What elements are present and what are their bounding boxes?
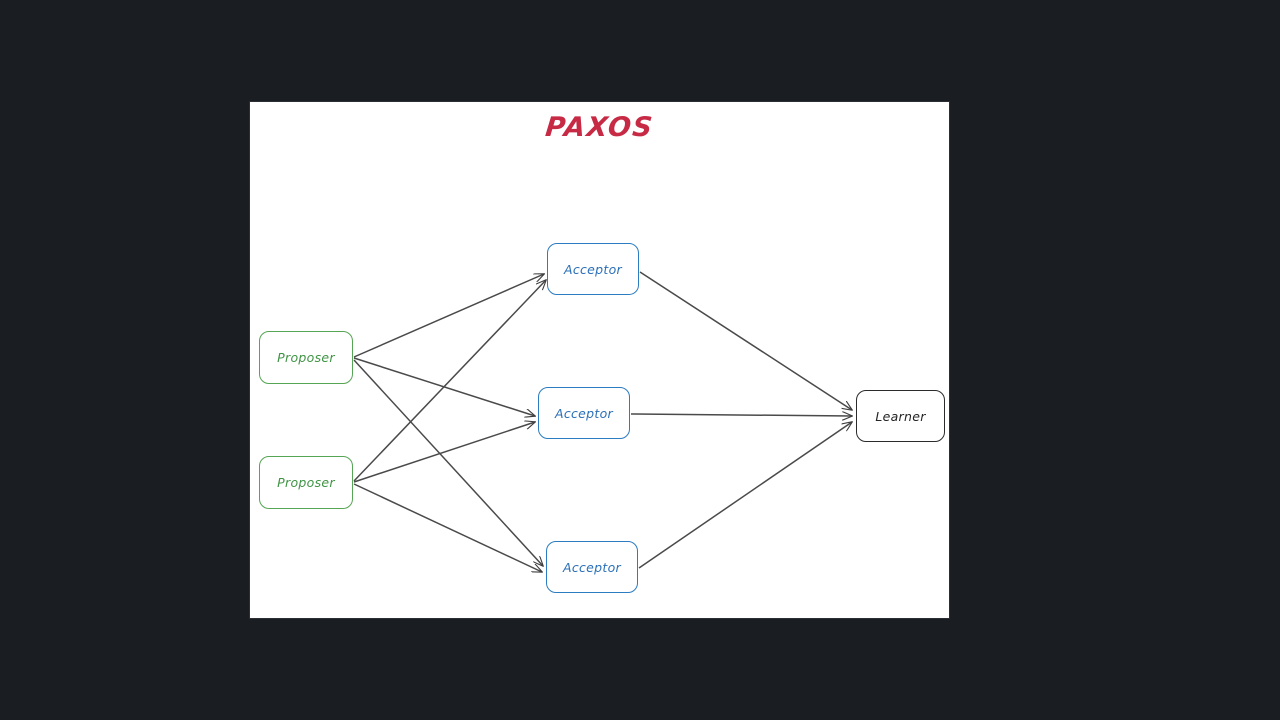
node-label: Proposer [277,350,335,365]
node-label: Acceptor [563,261,622,277]
node-label: Acceptor [554,405,613,421]
node-acceptor-2[interactable]: Acceptor [538,387,630,439]
whiteboard-canvas[interactable]: PAXOS Pro [250,102,949,618]
edge-proposer2-acceptor3 [353,483,542,572]
edge-acceptor2-learner [630,414,852,416]
node-learner-1[interactable]: Learner [856,390,945,442]
node-label: Learner [875,408,926,424]
node-proposer-1[interactable]: Proposer [259,331,353,384]
edge-acceptor1-learner [639,271,852,410]
node-label: Proposer [277,475,335,490]
node-acceptor-1[interactable]: Acceptor [547,243,639,295]
edge-proposer2-acceptor2 [353,422,535,483]
node-proposer-2[interactable]: Proposer [259,456,353,509]
node-acceptor-3[interactable]: Acceptor [546,541,638,593]
edge-layer [353,271,949,618]
edge-proposer1-acceptor1 [353,274,544,358]
node-label: Acceptor [562,559,621,575]
edge-proposer2-acceptor1 [353,280,546,482]
edge-acceptor3-learner [638,422,852,569]
edge-proposer1-acceptor3 [353,359,543,566]
